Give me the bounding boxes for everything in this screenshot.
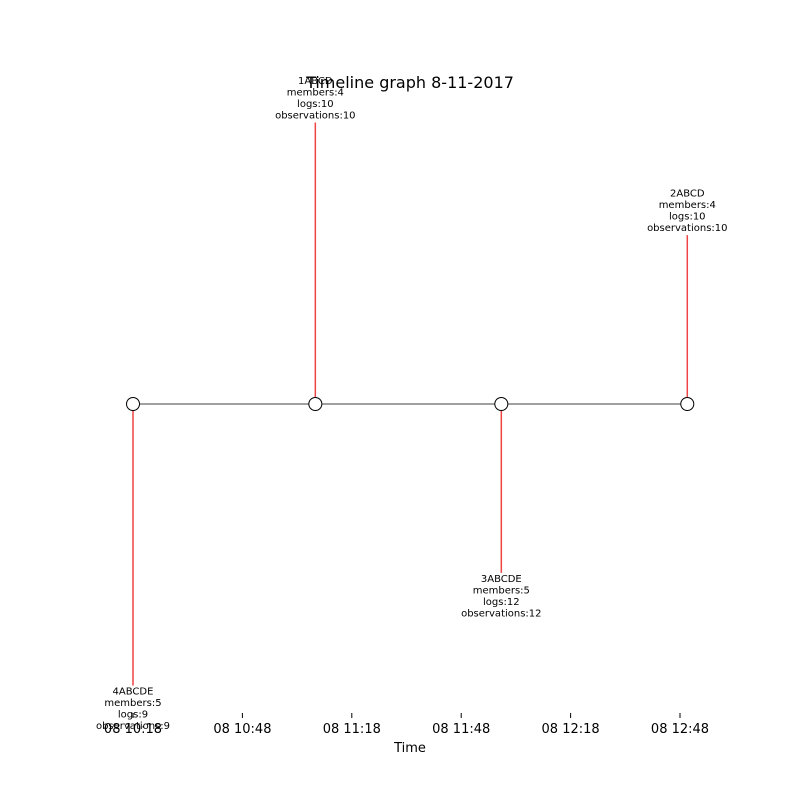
- event-annotation-line: logs:10: [297, 99, 334, 110]
- event-annotation-line: logs:10: [669, 212, 706, 223]
- event-annotation-line: observations:10: [275, 111, 355, 122]
- event-annotation-line: observations:12: [461, 608, 541, 619]
- event-annotation-line: 4ABCDE: [113, 687, 154, 698]
- x-tick-label: 08 12:48: [651, 722, 709, 737]
- chart-title: Timeline graph 8-11-2017: [305, 73, 514, 92]
- event-marker: [680, 397, 695, 411]
- event-annotation-line: 2ABCD: [670, 189, 705, 200]
- event-annotation-line: logs:12: [483, 597, 520, 608]
- event-annotation-line: members:5: [473, 585, 530, 596]
- marker-layer: [126, 397, 695, 411]
- event-marker: [126, 397, 140, 411]
- event-marker: [494, 397, 509, 411]
- x-tick-label: 08 12:18: [542, 722, 600, 737]
- x-tick-label: 08 11:18: [323, 722, 381, 737]
- stem-layer: [132, 122, 689, 686]
- x-tick-label: 08 11:48: [432, 722, 490, 737]
- x-tick-label: 08 10:48: [213, 722, 271, 737]
- event-annotation-line: members:4: [659, 200, 716, 211]
- x-axis: 08 10:18 08 10:48 08 11:18 08 11:48 08 12:18…: [104, 713, 709, 737]
- event-annotation-line: members:5: [104, 698, 161, 709]
- event-annotation-line: members:4: [287, 88, 344, 99]
- event-annotation-line: observations:9: [96, 721, 170, 732]
- event-marker: [308, 397, 323, 411]
- x-axis-label: Time: [393, 741, 426, 756]
- event-annotation-line: logs:9: [118, 710, 148, 721]
- x-tick-label: 08 10:18: [104, 722, 162, 737]
- event-annotation-line: 1ABCD: [298, 76, 333, 87]
- event-annotation-line: observations:10: [647, 223, 727, 234]
- event-annotation-line: 3ABCDE: [481, 574, 522, 585]
